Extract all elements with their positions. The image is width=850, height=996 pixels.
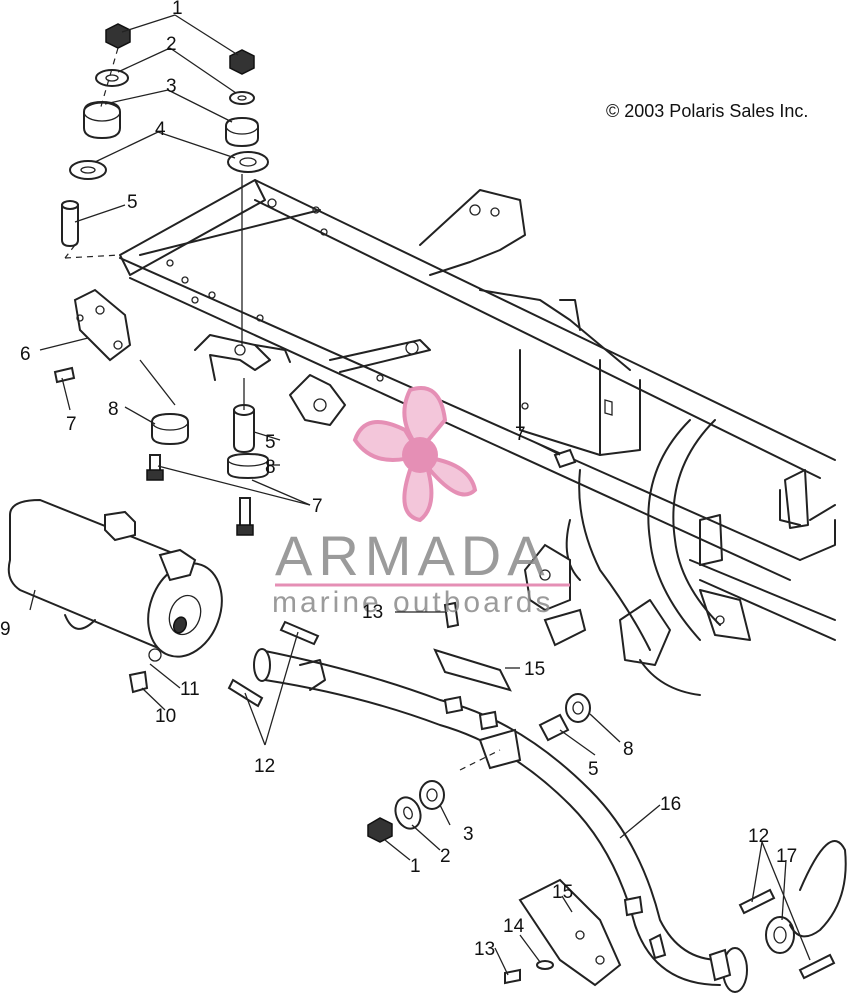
callout-8-left: 8 (108, 399, 119, 420)
callout-7-right: 7 (515, 424, 526, 445)
callout-17: 17 (776, 846, 797, 867)
callout-15-bottom: 15 (552, 882, 573, 903)
callout-labels: 1 2 3 4 5 6 7 8 5 8 7 7 9 11 10 12 13 15… (0, 0, 797, 960)
callout-11: 11 (180, 679, 200, 700)
callout-14: 14 (503, 916, 525, 937)
callout-2-top: 2 (166, 34, 177, 55)
callout-16: 16 (660, 794, 681, 815)
left-hardware-stack (61, 23, 131, 259)
callout-5-center: 5 (265, 432, 276, 453)
callout-10: 10 (155, 706, 176, 727)
callout-13-bottom: 13 (474, 939, 495, 960)
callout-2-bottom: 2 (440, 846, 451, 867)
callout-7-center: 7 (312, 496, 323, 517)
callout-8-center: 8 (265, 457, 276, 478)
bracket-15 (433, 543, 622, 987)
callout-5-top: 5 (127, 192, 138, 213)
frame-chassis (119, 179, 836, 696)
watermark-brand: ARMADA (275, 524, 551, 587)
left-grommet-and-bolts (53, 359, 189, 481)
callout-5-right: 5 (588, 759, 599, 780)
leader-lines (29, 14, 811, 976)
callout-1-bottom: 1 (410, 856, 421, 877)
callout-7-left: 7 (66, 414, 77, 435)
armada-watermark: ARMADA marine outboards (272, 386, 570, 619)
lower-hardware (367, 448, 847, 985)
callout-3-top: 3 (166, 76, 177, 97)
propeller-logo (352, 386, 478, 523)
callout-1-top: 1 (172, 0, 183, 19)
callout-15-top: 15 (524, 659, 545, 680)
watermark-tagline: marine outboards (272, 586, 553, 619)
right-hardware-stack (225, 49, 269, 345)
callout-13-top: 13 (362, 602, 383, 623)
muffler-9 (7, 498, 223, 694)
callout-4-top: 4 (155, 119, 166, 140)
copyright-notice: © 2003 Polaris Sales Inc. (606, 101, 808, 121)
callout-12-right: 12 (748, 826, 769, 847)
callout-12-left: 12 (254, 756, 275, 777)
mount-bracket-6 (64, 254, 132, 362)
callout-6: 6 (20, 344, 31, 365)
callout-9: 9 (0, 619, 11, 640)
callout-8-right: 8 (623, 739, 634, 760)
center-hardware-stack (227, 378, 269, 536)
exhaust-pipe-16 (253, 648, 748, 993)
callout-3-bottom: 3 (463, 824, 474, 845)
